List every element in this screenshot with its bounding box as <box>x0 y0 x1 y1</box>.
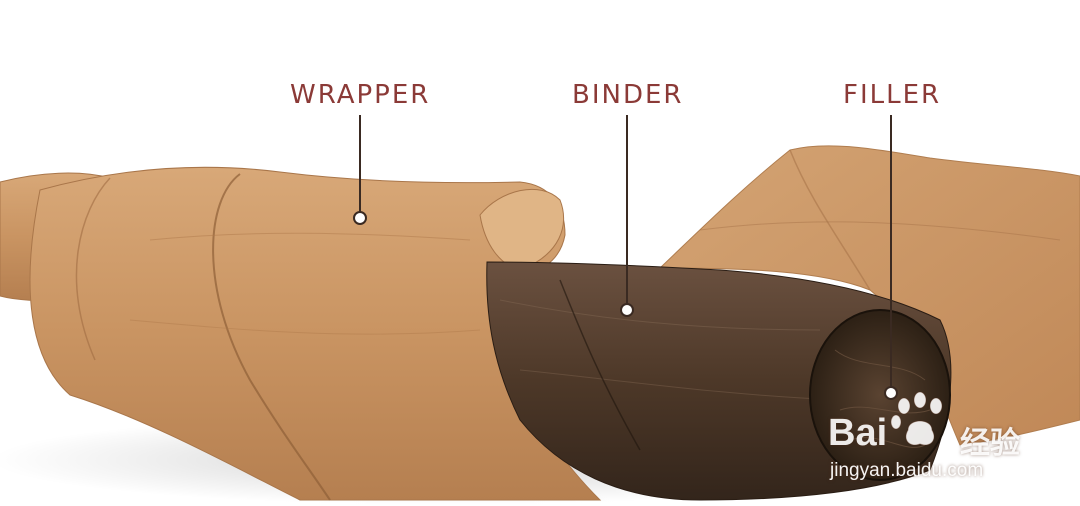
wrapper-label: WRAPPER <box>290 80 431 110</box>
watermark-url: jingyan.baidu.com <box>830 460 984 481</box>
baidu-jingyan-watermark: Bai 经验 jingyan.baidu.com <box>828 390 1068 490</box>
binder-label: BINDER <box>572 80 684 110</box>
watermark-logo-text: Bai <box>828 412 888 454</box>
binder-marker <box>620 303 634 317</box>
filler-label: FILLER <box>843 80 942 110</box>
paw-icon <box>890 392 943 446</box>
wrapper-marker <box>353 211 367 225</box>
watermark-brand-cn: 经验 <box>960 426 1020 461</box>
filler-marker <box>884 386 898 400</box>
